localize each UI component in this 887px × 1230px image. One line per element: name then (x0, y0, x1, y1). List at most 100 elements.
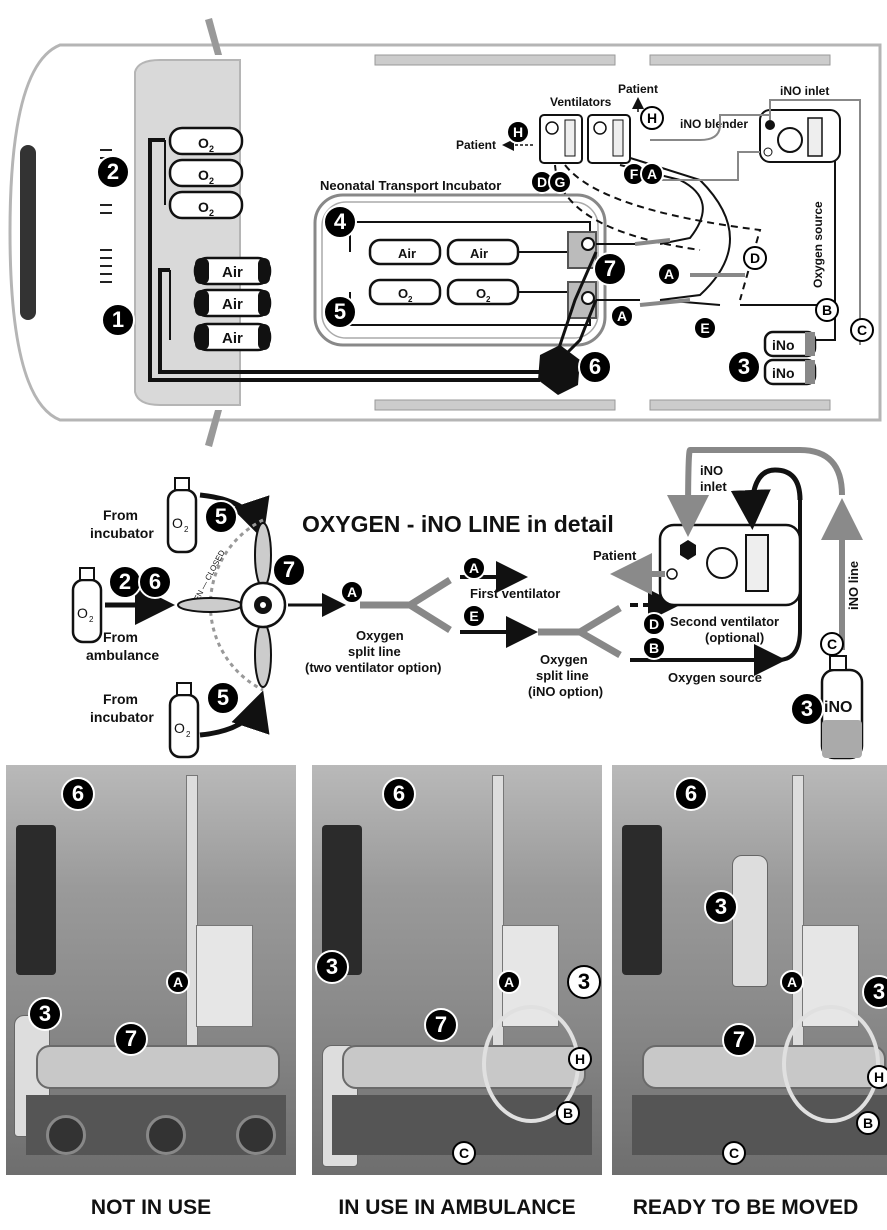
marker-1: 1 (101, 303, 135, 337)
o2-label: O (198, 135, 209, 151)
caption-not-in-use: NOT IN USE (6, 1196, 296, 1220)
o2-subscript: 2 (209, 176, 214, 186)
ino-blender-label: iNO blender (680, 117, 748, 131)
patient-label-top: Patient (618, 82, 658, 96)
marker-b: B (815, 298, 839, 322)
from-incubator-top-1: From (103, 507, 138, 523)
photo2-marker-3-right: 3 (567, 965, 601, 999)
caption-ready-to-move: READY TO BE MOVED (604, 1196, 887, 1220)
detail-marker-e: E (462, 604, 486, 628)
split-ino-3: (iNO option) (528, 684, 603, 699)
patient-label-left: Patient (456, 138, 496, 152)
photo2-marker-c: C (452, 1141, 476, 1165)
detail-marker-a-first: A (462, 556, 486, 580)
o2-label: O (174, 720, 185, 736)
marker-5: 5 (323, 295, 357, 329)
from-ambulance-2: ambulance (86, 647, 159, 663)
photo-in-use-ambulance: 6 3 3 A 7 H B C (312, 765, 602, 1175)
photo1-marker-6: 6 (61, 777, 95, 811)
o2-label: O (198, 167, 209, 183)
split-two-3: (two ventilator option) (305, 660, 441, 675)
ventilators-label: Ventilators (550, 95, 612, 109)
marker-3: 3 (727, 350, 761, 384)
caption-in-use: IN USE IN AMBULANCE (312, 1196, 602, 1220)
detail-title: OXYGEN - iNO LINE in detail (302, 511, 614, 537)
o2-subscript: 2 (184, 525, 189, 534)
marker-a-vent: A (640, 162, 664, 186)
split-two-2: split line (348, 644, 401, 659)
split-ino-1: Oxygen (540, 652, 588, 667)
photo2-marker-6: 6 (382, 777, 416, 811)
photo3-marker-3-right: 3 (862, 975, 887, 1009)
from-incubator-bottom-1: From (103, 691, 138, 707)
air-label: Air (222, 330, 243, 347)
detail-marker-c: C (820, 632, 844, 656)
photo1-marker-a: A (166, 970, 190, 994)
o2-label: O (398, 286, 408, 301)
marker-h-left: H (506, 120, 530, 144)
detail-marker-3: 3 (790, 692, 824, 726)
ino-inlet-label: iNO inlet (780, 84, 829, 98)
photo-ready-to-move: 6 3 3 A 7 H B C (612, 765, 887, 1175)
photo3-marker-b: B (856, 1111, 880, 1135)
air-label: Air (222, 264, 243, 281)
photo3-marker-c: C (722, 1141, 746, 1165)
from-incubator-bottom-2: incubator (90, 709, 154, 725)
ino-label: iNo (772, 337, 795, 353)
first-ventilator-label: First ventilator (470, 586, 560, 601)
photo1-marker-3: 3 (28, 997, 62, 1031)
detail-ino-inlet-1: iNO (700, 463, 723, 478)
photo3-marker-h: H (867, 1065, 887, 1089)
air-label: Air (470, 246, 488, 261)
o2-label: O (476, 286, 486, 301)
photo2-marker-3-left: 3 (315, 950, 349, 984)
marker-a-mid: A (657, 262, 681, 286)
split-two-1: Oxygen (356, 628, 404, 643)
detail-marker-d: D (642, 612, 666, 636)
marker-d-right: D (743, 246, 767, 270)
ambulance-air-cylinders: Air Air Air (195, 258, 270, 350)
photo2-marker-a: A (497, 970, 521, 994)
photo-not-in-use: 6 3 A 7 (6, 765, 296, 1175)
marker-6: 6 (578, 350, 612, 384)
o2-subscript: 2 (89, 615, 94, 624)
o2-subscript: 2 (486, 295, 491, 304)
second-ventilator-2: (optional) (705, 630, 764, 645)
detail-marker-5-top: 5 (204, 500, 238, 534)
detail-patient-label: Patient (593, 548, 637, 563)
marker-e: E (693, 316, 717, 340)
split-ino-2: split line (536, 668, 589, 683)
o2-label: O (198, 199, 209, 215)
detail-marker-6: 6 (138, 565, 172, 599)
incubator-label: Neonatal Transport Incubator (320, 178, 501, 193)
ambulance-o2-cylinders: O O O 2 2 2 (170, 128, 242, 218)
marker-7: 7 (593, 252, 627, 286)
oxygen-source-label: Oxygen source (811, 201, 825, 288)
o2-subscript: 2 (209, 144, 214, 154)
photo2-marker-h: H (568, 1047, 592, 1071)
marker-h-top: H (640, 106, 664, 130)
o2-subscript: 2 (186, 730, 191, 739)
ino-label: iNo (772, 365, 795, 381)
from-ambulance-1: From (103, 629, 138, 645)
detail-marker-a: A (340, 580, 364, 604)
air-label: Air (222, 296, 243, 313)
photo2-marker-b: B (556, 1101, 580, 1125)
marker-a-low: A (610, 304, 634, 328)
from-incubator-top-2: incubator (90, 525, 154, 541)
detail-marker-5-bottom: 5 (206, 681, 240, 715)
o2-label: O (77, 605, 88, 621)
detail-marker-2: 2 (108, 565, 142, 599)
detail-marker-7: 7 (272, 553, 306, 587)
photo3-marker-a: A (780, 970, 804, 994)
ino-cylinder-label: iNO (824, 699, 852, 716)
marker-g: G (548, 170, 572, 194)
detail-ino-inlet-2: inlet (700, 479, 727, 494)
photo3-marker-3-left: 3 (704, 890, 738, 924)
marker-c: C (850, 318, 874, 342)
o2-label: O (172, 515, 183, 531)
detail-marker-b: B (642, 636, 666, 660)
marker-2: 2 (96, 155, 130, 189)
detail-oxygen-source-label: Oxygen source (668, 670, 762, 685)
o2-subscript: 2 (209, 208, 214, 218)
